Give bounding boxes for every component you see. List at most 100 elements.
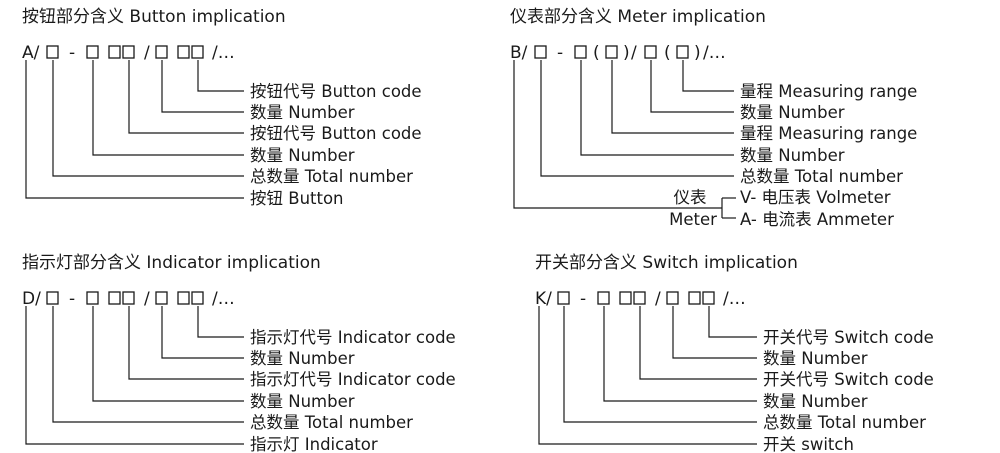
leader-line (52, 60, 244, 177)
label-item: 指示灯代号 Indicator code (250, 328, 456, 347)
code-string: D/ - / /… (22, 289, 235, 309)
labels: 开关代号 Switch code 数量 Number 开关代号 Switch cod… (763, 328, 934, 453)
leader-lines (25, 60, 244, 199)
label-item: 数量 Number (740, 146, 845, 165)
code-string: A/-//… (22, 43, 235, 63)
label-item: 总数量 Total number (740, 167, 903, 186)
leader-lines (25, 306, 244, 445)
section-title: 按钮部分含义 Button implication (22, 7, 286, 27)
label-item: 量程 Measuring range (740, 82, 917, 101)
type-leader-line (513, 60, 722, 209)
leader-line (650, 60, 734, 113)
code-open-paren: ( (593, 43, 600, 63)
code-slot-box (644, 45, 657, 59)
code-slash: / (144, 43, 150, 63)
leader-line (25, 306, 244, 445)
code-slot-box (702, 291, 715, 305)
code-slot-box (86, 291, 99, 305)
code-slot-box (557, 291, 570, 305)
label-item: 指示灯 Indicator (250, 435, 378, 453)
leader-line (580, 60, 734, 156)
leader-line (128, 306, 244, 380)
type-option: V- 电压表 Volmeter (740, 188, 891, 207)
code-slot-box (688, 291, 701, 305)
leader-line (197, 306, 244, 338)
code-slot-box (108, 291, 121, 305)
code-open-paren: ( (664, 43, 671, 63)
code-slot-box (46, 291, 59, 305)
label-item: 数量 Number (740, 103, 845, 122)
leader-line (708, 306, 757, 338)
code-slot-box (676, 45, 689, 59)
code-slot-box (666, 291, 679, 305)
leader-line (672, 306, 757, 359)
leader-line (92, 60, 244, 156)
label-item: 开关代号 Switch code (763, 370, 934, 389)
label-item: 量程 Measuring range (740, 124, 917, 143)
leader-line (128, 60, 244, 134)
code-slot-box (597, 291, 610, 305)
label-item: 总数量 Total number (250, 167, 413, 186)
code-ellipsis: /… (212, 289, 235, 309)
leader-line (52, 306, 244, 423)
leader-line (25, 60, 244, 199)
label-item: 总数量 Total number (250, 413, 413, 432)
code-close-paren: ) (623, 43, 630, 63)
code-slot-box (177, 291, 190, 305)
label-item: 数量 Number (250, 103, 355, 122)
label-item: 按钮代号 Button code (250, 124, 422, 143)
label-item: 按钮 Button (250, 189, 344, 208)
label-item: 数量 Number (763, 392, 868, 411)
leader-line (682, 60, 734, 92)
leader-line (639, 306, 757, 380)
code-ellipsis: /… (212, 43, 235, 63)
code-slot-box (122, 291, 135, 305)
leader-line (611, 60, 734, 134)
code-slot-box (177, 45, 190, 59)
code-dash: - (69, 289, 75, 309)
leader-line (161, 306, 244, 359)
label-item: 开关代号 Switch code (763, 328, 934, 347)
leader-line (161, 60, 244, 113)
leader-line (197, 60, 244, 92)
code-dash: - (557, 43, 563, 63)
type-option: A- 电流表 Ammeter (740, 210, 894, 229)
code-slot-box (534, 45, 547, 59)
label-item: 数量 Number (763, 349, 868, 368)
code-slot-box (191, 45, 204, 59)
code-prefix: D/ (22, 289, 41, 309)
code-string: B/-()/()/… (510, 43, 726, 63)
leader-line (603, 306, 757, 402)
code-slash: / (655, 289, 661, 309)
leader-lines (513, 60, 736, 219)
label-item: 指示灯代号 Indicator code (250, 370, 456, 389)
labels: 量程 Measuring range 数量 Number 量程 Measuring … (740, 82, 917, 186)
code-string: K/-//… (535, 289, 746, 309)
leader-line (540, 60, 734, 177)
section-title: 仪表部分含义 Meter implication (510, 7, 766, 27)
code-slash: / (144, 289, 150, 309)
code-ellipsis: /… (703, 43, 726, 63)
code-dash: - (580, 289, 586, 309)
code-slot-box (574, 45, 587, 59)
leader-line (92, 306, 244, 402)
label-item: 按钮代号 Button code (250, 82, 422, 101)
code-dash: - (69, 43, 75, 63)
type-caption-en: Meter (669, 210, 717, 229)
code-slot-box (122, 45, 135, 59)
section-indicator: 指示灯部分含义 Indicator implicationD/-//…指示灯代号… (22, 253, 456, 453)
code-close-paren: ) (694, 43, 701, 63)
code-prefix: K/ (535, 289, 552, 309)
leader-line (563, 306, 757, 423)
code-slot-box (619, 291, 632, 305)
code-slot-box (191, 291, 204, 305)
code-prefix: B/ (510, 43, 528, 63)
type-caption-cn: 仪表 (674, 188, 707, 207)
leader-lines (538, 306, 757, 445)
code-slash: / (631, 43, 637, 63)
